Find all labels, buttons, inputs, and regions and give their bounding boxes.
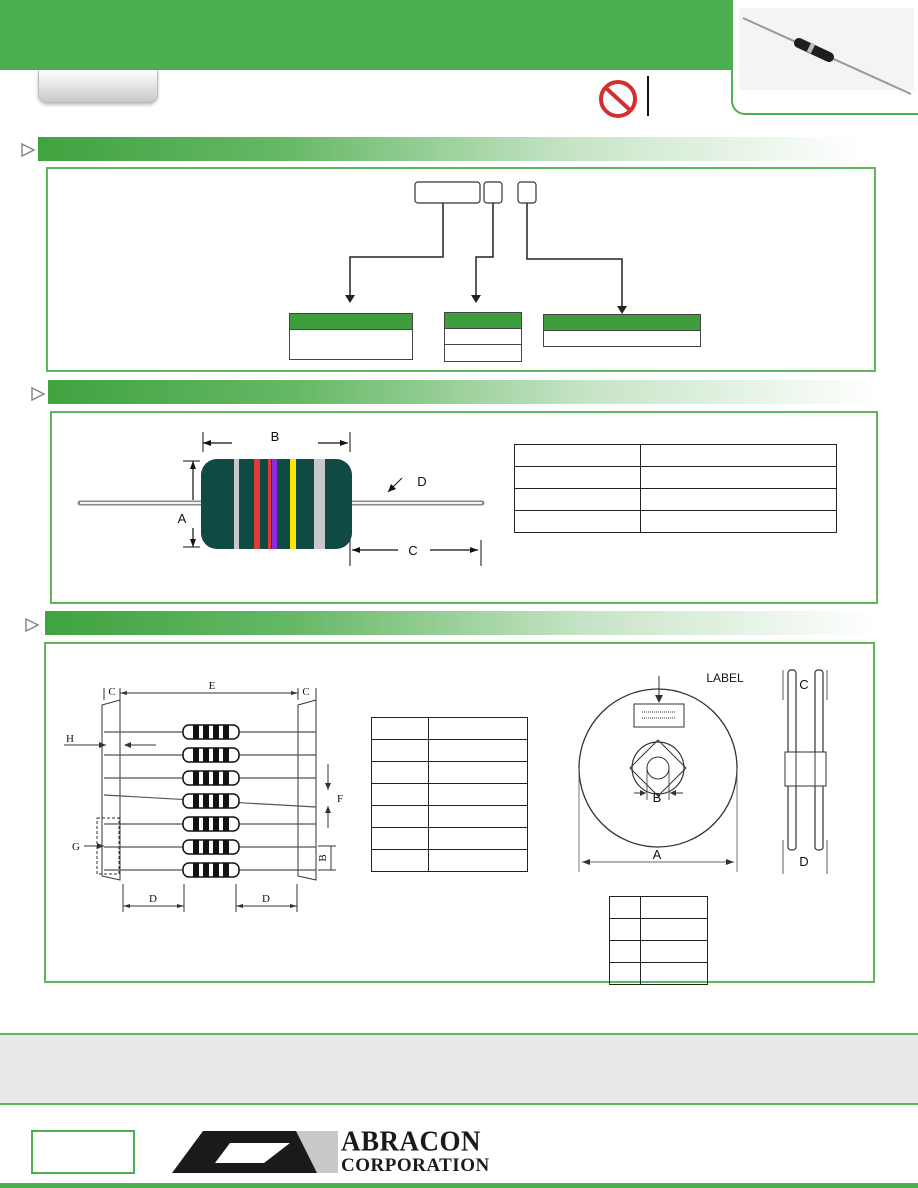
section-arrow-icon xyxy=(31,386,46,402)
section-bar-dimensions xyxy=(48,380,878,404)
table-row xyxy=(514,444,837,467)
header-band xyxy=(0,0,731,70)
prohibited-icon xyxy=(599,80,637,118)
taping-table xyxy=(371,717,528,872)
table-row xyxy=(371,783,528,806)
table-row xyxy=(609,940,708,963)
table-row xyxy=(371,805,528,828)
logo-name: ABRACON xyxy=(341,1125,482,1157)
table-row xyxy=(609,918,708,941)
footer-band xyxy=(0,1033,918,1105)
tolerance-option-box xyxy=(543,314,701,347)
reel-table xyxy=(609,896,708,985)
dimensions-panel xyxy=(50,411,878,604)
section-bar-packaging xyxy=(45,611,875,635)
table-row xyxy=(371,827,528,850)
series-option-box xyxy=(289,313,413,360)
table-row xyxy=(514,466,837,489)
table-row xyxy=(371,849,528,872)
logo-subtitle: CORPORATION xyxy=(341,1155,490,1176)
section-arrow-icon xyxy=(21,142,36,158)
table-row xyxy=(514,488,837,511)
table-row xyxy=(371,717,528,740)
series-tab xyxy=(38,70,158,103)
footer-revision-box xyxy=(31,1130,135,1174)
dimensions-table xyxy=(514,444,837,533)
section-arrow-icon xyxy=(25,617,40,633)
table-row xyxy=(609,962,708,985)
section-bar-ordering xyxy=(38,137,858,161)
table-row xyxy=(371,739,528,762)
table-row xyxy=(371,761,528,784)
table-row xyxy=(514,510,837,533)
footer-bottom-line xyxy=(0,1183,918,1188)
value-option-box xyxy=(444,312,522,362)
table-row xyxy=(609,896,708,919)
axial-resistor-photo xyxy=(739,8,914,95)
header-divider xyxy=(647,76,649,116)
product-photo-frame xyxy=(731,0,918,115)
